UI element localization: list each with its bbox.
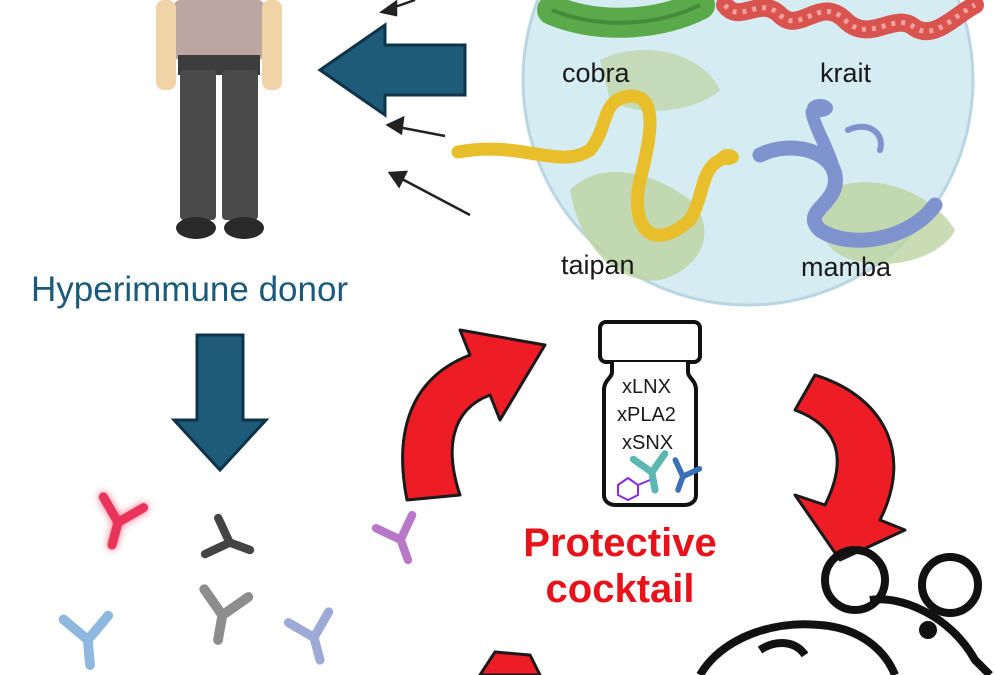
blue-arrow-down: [170, 333, 270, 473]
vial-item-xpla2: xPLA2: [617, 404, 676, 426]
antibody-icon-red: [92, 497, 144, 550]
vial-item-xlnx: xLNX: [622, 376, 671, 398]
antibody-icon-periwinkle: [288, 612, 340, 665]
vial-item-xsnx: xSNX: [622, 432, 674, 454]
antibody-icon-gray: [196, 589, 248, 644]
taipan-snake-icon: [451, 89, 739, 242]
snake-label-cobra: cobra: [562, 58, 630, 88]
mamba-snake-icon: [752, 99, 943, 248]
cobra-snake-icon: [537, 0, 715, 38]
red-arrow-up: [401, 328, 547, 502]
red-arrow-bottom: [478, 650, 542, 675]
donor-label: Hyperimmune donor: [31, 270, 349, 309]
cocktail-title-line2: cocktail: [545, 567, 695, 611]
antibody-icon-purple: [376, 515, 426, 566]
person-icon: [156, 0, 282, 239]
cocktail-title-line1: Protective: [523, 521, 717, 565]
snake-label-krait: krait: [820, 58, 872, 88]
snake-label-mamba: mamba: [801, 252, 892, 282]
vial-icon: [598, 320, 700, 507]
krait-snake-icon: [716, 0, 984, 41]
snake-label-taipan: taipan: [561, 250, 635, 280]
venom-arrows: [378, 0, 471, 217]
blue-arrow-left: [317, 22, 467, 118]
cocktail-title: Protective cocktail: [500, 520, 740, 612]
antibody-icon-black: [205, 518, 256, 568]
mouse-icon: [696, 546, 993, 675]
red-arrow-down: [793, 373, 907, 562]
antibody-icon-lightblue: [64, 616, 113, 667]
